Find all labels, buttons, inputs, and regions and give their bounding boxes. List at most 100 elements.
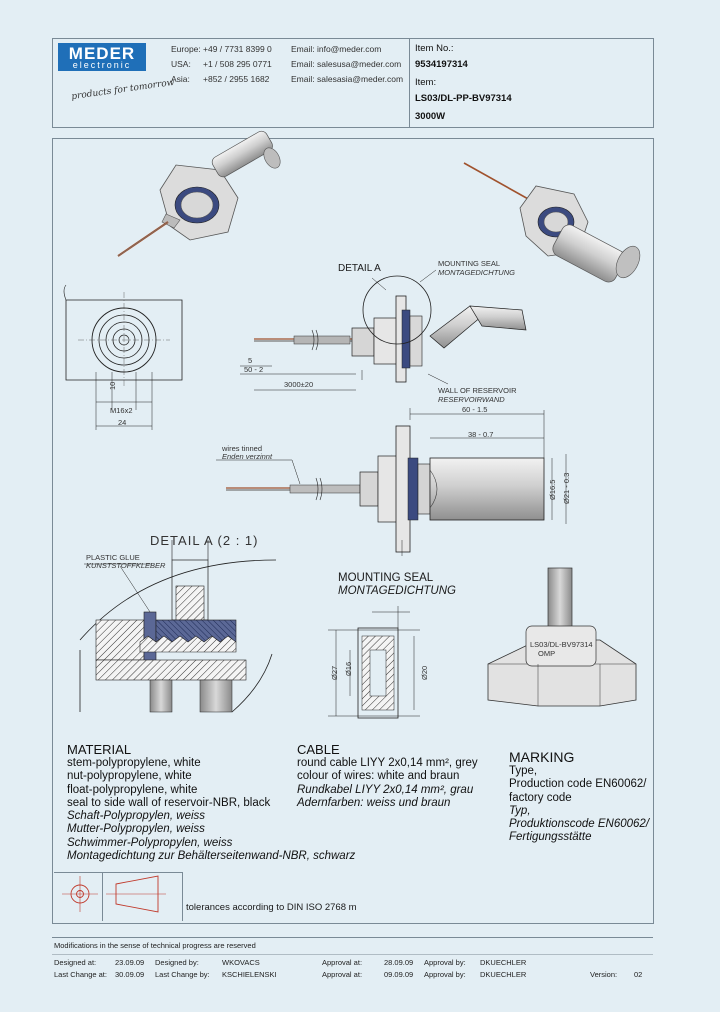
iso-view-right — [463, 162, 641, 283]
material-title: MATERIAL — [67, 742, 132, 757]
dim-5: 5 — [248, 356, 253, 365]
footer-note: Modifications in the sense of technical … — [54, 941, 256, 950]
seal-dim-20: Ø20 — [420, 665, 429, 680]
item-no-label: Item No.: — [415, 43, 454, 54]
designed-at-label: Designed at: — [54, 958, 97, 967]
detail-a-label: DETAIL A — [338, 263, 381, 274]
contact-region-usa: USA: — [171, 59, 191, 69]
marking-line-de: Fertigungsstätte — [509, 831, 592, 844]
dim-60: 60 - 1.5 — [462, 405, 488, 414]
marking-title: MARKING — [509, 749, 575, 765]
mounting-seal-title: MOUNTING SEAL — [338, 572, 434, 584]
iso-view-left — [117, 130, 281, 257]
side-view-upper — [240, 269, 527, 391]
designed-by-value: WKOVACS — [222, 958, 260, 967]
approval-by-label: Approval by: — [424, 958, 466, 967]
material-line-de: Mutter-Polypropylen, weiss — [67, 823, 205, 836]
cable-list: round cable LIYY 2x0,14 mm², grey colour… — [297, 757, 478, 810]
mounting-seal-title-de: MONTAGEDICHTUNG — [338, 585, 456, 597]
approval-at-label: Approval at: — [322, 958, 363, 967]
contact-email-usa[interactable]: Email: salesusa@meder.com — [291, 59, 402, 69]
marking-type-print: LS03/DL-BV97314 — [530, 640, 593, 649]
dim-3000: 3000±20 — [284, 380, 314, 389]
last-approval-at-value: 09.09.09 — [384, 970, 414, 979]
item-value: LS03/DL-PP-BV97314 — [415, 93, 512, 104]
material-line-de: Schwimmer-Polypropylen, weiss — [67, 836, 233, 849]
contact-phone-asia: +852 / 2955 1682 — [203, 74, 270, 84]
dim-165: Ø16.5 — [548, 479, 557, 500]
item-extra-value: 3000W — [415, 111, 446, 122]
projection-symbol — [62, 875, 166, 913]
last-change-by-label: Last Change by: — [155, 970, 210, 979]
cable-line: round cable LIYY 2x0,14 mm², grey — [297, 757, 478, 769]
material-line: seal to side wall of reservoir-NBR, blac… — [67, 796, 271, 809]
footer-rule — [52, 937, 653, 938]
cable-line-de: Rundkabel LIYY 2x0,14 mm², grau — [297, 783, 474, 796]
material-line: nut-polypropylene, white — [67, 770, 192, 783]
version-label: Version: — [590, 970, 618, 979]
contact-phone-usa: +1 / 508 295 0771 — [203, 59, 272, 69]
last-change-at-value: 30.09.09 — [115, 970, 145, 979]
contact-email-europe[interactable]: Email: info@meder.com — [291, 44, 382, 54]
designed-at-value: 23.09.09 — [115, 958, 145, 967]
material-line: float-polypropylene, white — [67, 783, 198, 796]
version-value: 02 — [634, 970, 643, 979]
approval-at-value: 28.09.09 — [384, 958, 414, 967]
dim-215: Ø21 - 0.3 — [562, 472, 571, 504]
approval-by-value: DKUECHLER — [480, 958, 527, 967]
item-no-value: 9534197314 — [415, 59, 468, 70]
seal-dim-27: Ø27 — [330, 665, 339, 680]
last-change-by-value: KSCHIELENSKI — [222, 970, 277, 979]
marking-iso — [487, 567, 637, 707]
seal-callout: MOUNTING SEAL — [438, 259, 501, 268]
marking-line-de: Produktionscode EN60062/ — [509, 818, 650, 831]
drawing-frame — [52, 138, 654, 924]
contact-phone-europe: +49 / 7731 8399 0 — [203, 44, 272, 54]
dim-24: 24 — [118, 418, 127, 427]
cable-line-de: Adernfarben: weiss und braun — [297, 796, 451, 809]
last-approval-at-label: Approval at: — [322, 970, 363, 979]
seal-callout-de: MONTAGEDICHTUNG — [438, 268, 515, 277]
wall-callout-de: RESERVOIRWAND — [438, 395, 505, 404]
meder-logo: MEDER electronic — [58, 43, 146, 71]
detail-a-scale: DETAIL A (2 : 1) — [150, 533, 259, 548]
projection-box — [54, 872, 103, 921]
wall-callout: WALL OF RESERVOIR — [438, 386, 517, 395]
material-line-de: Montagedichtung zur Behälterseitenwand-N… — [67, 850, 356, 863]
cable-title: CABLE — [297, 742, 340, 757]
detail-a-section — [78, 540, 277, 713]
contact-region-europe: Europe: — [171, 44, 201, 54]
marking-line-de: Typ, — [509, 804, 531, 817]
designed-by-label: Designed by: — [155, 958, 199, 967]
dim-50: 50 - 2 — [244, 365, 264, 374]
mounting-seal-drawing — [328, 606, 420, 719]
last-approval-by-label: Approval by: — [424, 970, 466, 979]
cable-line: colour of wires: white and braun — [297, 770, 460, 783]
header-divider — [409, 39, 410, 127]
material-list: stem-polypropylene, white nut-polypropyl… — [67, 757, 355, 863]
material-line: stem-polypropylene, white — [67, 757, 201, 769]
footer-rule-2 — [52, 954, 653, 955]
plastic-glue-label: PLASTIC GLUE — [86, 553, 140, 562]
marking-line: factory code — [509, 791, 572, 804]
last-approval-by-value: DKUECHLER — [480, 970, 527, 979]
marking-line: Type, — [509, 765, 538, 777]
logo-text: MEDER — [68, 44, 136, 63]
contact-region-asia: Asia: — [171, 74, 190, 84]
side-view-lower — [216, 408, 567, 556]
tolerance-box — [102, 872, 183, 921]
title-block: MEDER electronic products for tomorrow E… — [52, 38, 654, 128]
seal-dim-16: Ø16 — [344, 661, 353, 676]
contact-email-asia[interactable]: Email: salesasia@meder.com — [291, 74, 404, 84]
tolerance-note: tolerances according to DIN ISO 2768 m — [186, 902, 357, 913]
marking-code-print: OMP — [538, 649, 556, 658]
wires-label: wires tinned — [222, 444, 263, 453]
material-line-de: Schaft-Polypropylen, weiss — [67, 810, 206, 823]
logo-subtext: electronic — [72, 60, 132, 70]
plastic-glue-label-de: KUNSTSTOFFKLEBER — [86, 561, 166, 570]
dim-10: 10 — [108, 381, 117, 390]
dim-38: 38 - 0.7 — [468, 430, 494, 439]
item-label: Item: — [415, 77, 437, 88]
dim-thread: M16x2 — [110, 406, 133, 415]
